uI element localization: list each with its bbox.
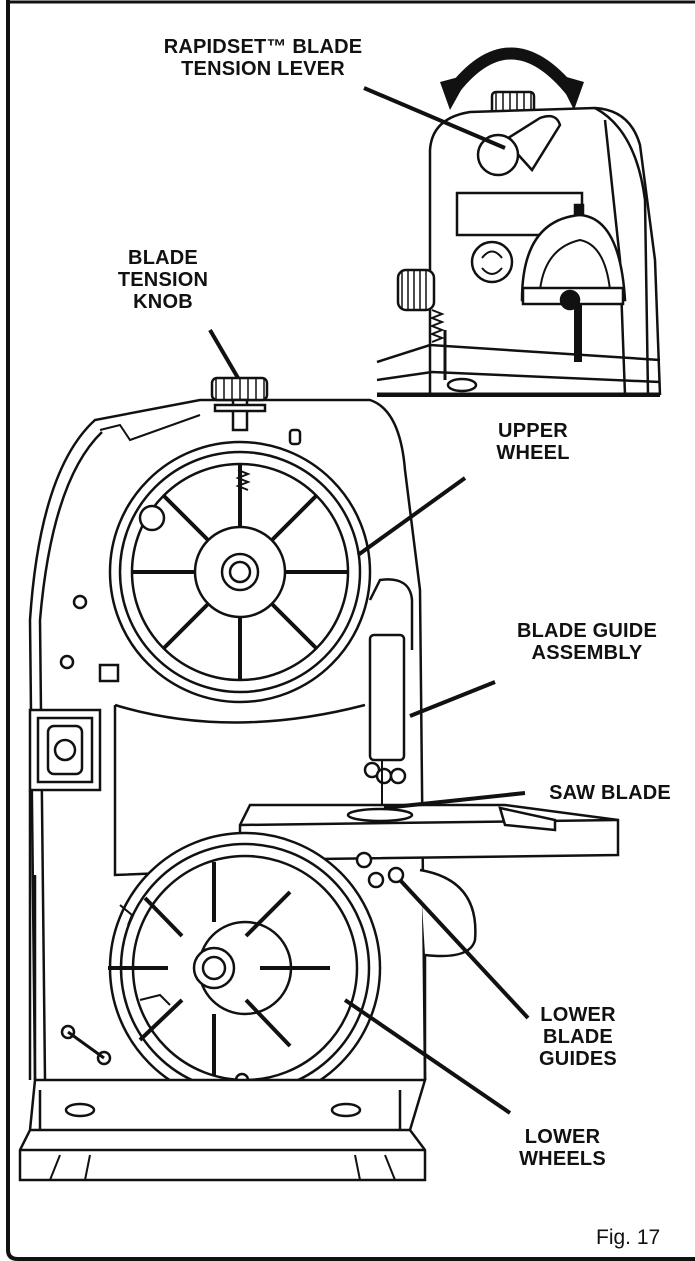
leader-tension-knob [208, 328, 240, 380]
leader-upper-wheel [356, 476, 467, 557]
leader-rapidset [363, 86, 506, 150]
label-lower-wheels-line2: WHEELS [519, 1148, 606, 1170]
leader-lines [208, 86, 530, 1115]
blade-guide-assembly [368, 633, 406, 762]
label-saw-blade-text: SAW BLADE [549, 782, 671, 804]
label-rapidset-line1: RAPIDSET™ BLADE [163, 36, 363, 58]
label-rapidset-line2: TENSION LEVER [181, 58, 345, 80]
leader-saw-blade [383, 791, 526, 810]
label-upper-wheel: UPPER WHEEL [488, 420, 578, 464]
label-guide-assembly-line1: BLADE GUIDE [517, 620, 657, 642]
label-guide-assembly-line2: ASSEMBLY [531, 642, 643, 664]
label-upper-wheel-line2: WHEEL [496, 442, 570, 464]
label-tension-knob-line1: BLADE [128, 247, 198, 269]
rotate-arrow-icon [447, 47, 577, 96]
figure-border [6, 0, 695, 1261]
inset-tension-lever-view [376, 47, 662, 397]
band-saw-main [18, 376, 620, 1182]
figure-caption: Fig. 17 [596, 1226, 661, 1249]
label-lower-wheels-line1: LOWER [524, 1126, 601, 1148]
label-saw-blade: SAW BLADE [530, 782, 690, 804]
label-upper-wheel-line1: UPPER [498, 420, 568, 442]
leader-lower-wheels [343, 998, 512, 1115]
label-lower-guides-line2: BLADE [543, 1026, 613, 1048]
leader-guide-assembly [409, 680, 496, 718]
label-blade-tension-knob: BLADE TENSION KNOB [103, 247, 223, 313]
label-lower-blade-guides: LOWER BLADE GUIDES [533, 1004, 623, 1070]
label-lower-guides-line1: LOWER [540, 1004, 616, 1026]
label-lower-guides-line3: GUIDES [539, 1048, 617, 1070]
label-rapidset-tension-lever: RAPIDSET™ BLADE TENSION LEVER [148, 36, 378, 80]
label-lower-wheels: LOWER WHEELS [510, 1126, 615, 1170]
label-tension-knob-line2: TENSION [117, 269, 209, 291]
label-tension-knob-line3: KNOB [133, 291, 193, 313]
label-blade-guide-assembly: BLADE GUIDE ASSEMBLY [497, 620, 677, 664]
leader-lower-guides [398, 878, 530, 1020]
